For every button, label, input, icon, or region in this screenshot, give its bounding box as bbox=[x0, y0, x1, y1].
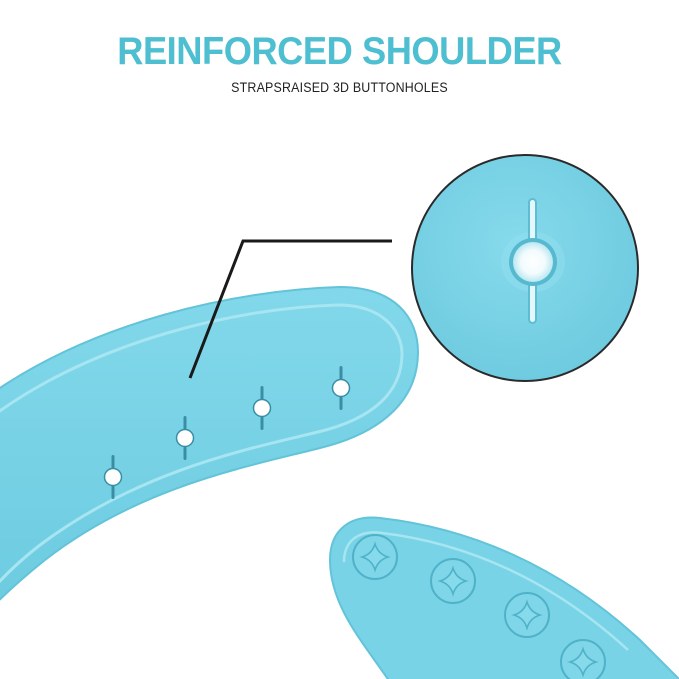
star-icon bbox=[359, 541, 391, 573]
snap-button-icon bbox=[560, 639, 606, 679]
buttonhole-opening bbox=[252, 398, 272, 418]
snap-strap-body bbox=[328, 516, 679, 679]
star-icon bbox=[437, 565, 469, 597]
star-icon bbox=[567, 646, 599, 678]
buttonhole-opening bbox=[175, 428, 195, 448]
snap-strap-icon bbox=[328, 516, 679, 679]
snap-strap-rim bbox=[342, 531, 629, 651]
strap-rim bbox=[0, 303, 404, 584]
buttonhole-row bbox=[103, 366, 351, 499]
subheadline: STRAPSRAISED 3D BUTTONHOLES bbox=[231, 80, 448, 95]
buttonhole-opening bbox=[103, 467, 123, 487]
snap-button-icon bbox=[504, 592, 550, 638]
headline: REINFORCED SHOULDER bbox=[117, 30, 562, 73]
buttonhole-icon bbox=[103, 455, 123, 499]
star-icon bbox=[511, 599, 543, 631]
buttonhole-icon bbox=[252, 386, 272, 430]
buttonhole-icon bbox=[175, 416, 195, 460]
buttonhole-icon bbox=[331, 366, 351, 410]
snap-button-icon bbox=[352, 534, 398, 580]
zoom-detail bbox=[411, 154, 639, 382]
callout-line bbox=[188, 239, 392, 379]
snap-button-icon bbox=[430, 558, 476, 604]
buttonhole-opening bbox=[331, 378, 351, 398]
